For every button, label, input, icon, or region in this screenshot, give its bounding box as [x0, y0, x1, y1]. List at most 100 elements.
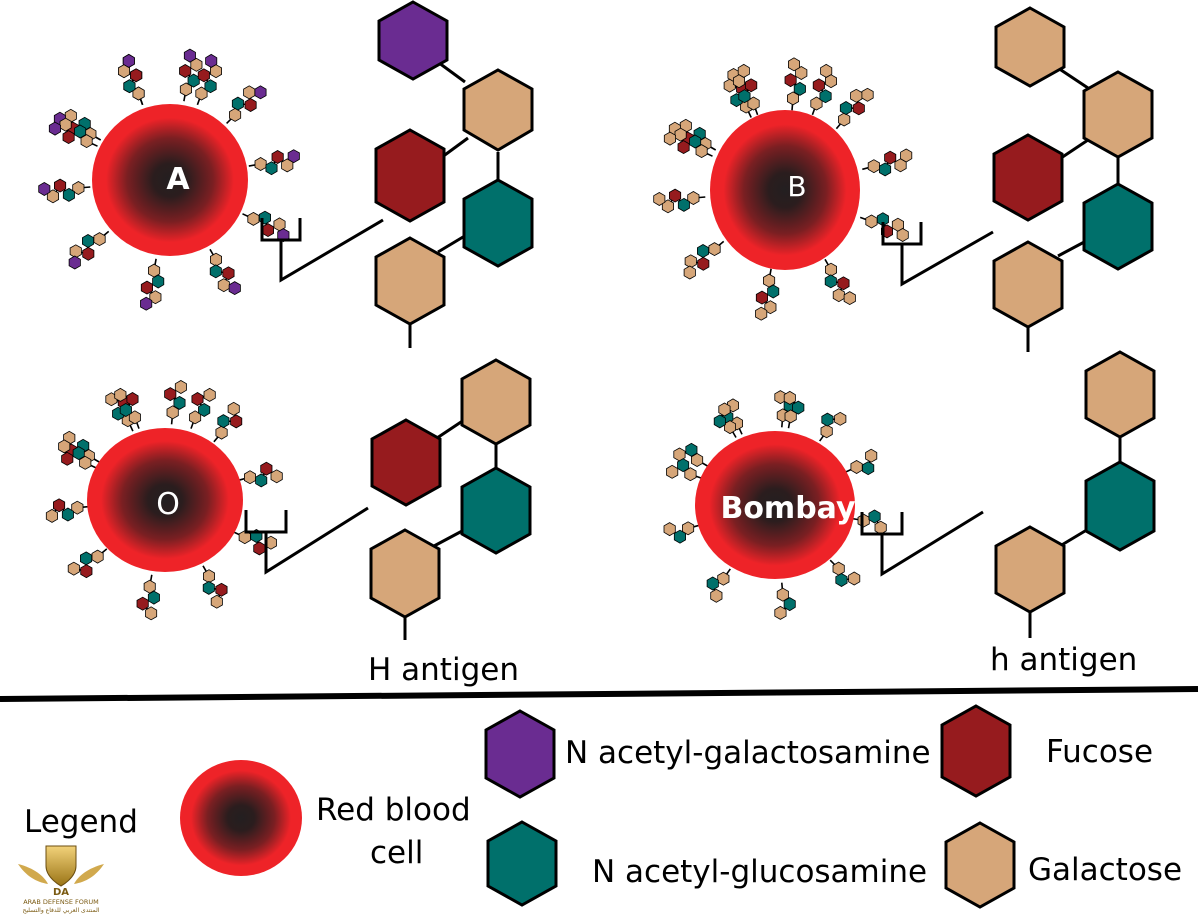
antigen-chain-bombay: [994, 350, 1156, 638]
glcnac-hexagon: [1084, 460, 1156, 552]
mini-galactose-hexagon: [203, 387, 216, 402]
galactose-hexagon: [462, 68, 534, 152]
mini-antigen: [774, 582, 796, 620]
legend-galactose-hexagon: [944, 821, 1016, 909]
mini-fucose-hexagon: [54, 178, 67, 193]
antigen-chain-o: [369, 358, 532, 640]
shield-icon: [45, 845, 77, 887]
cell-b-group: B: [653, 57, 913, 321]
mini-galactose-hexagon: [79, 455, 92, 470]
mini-galactose-hexagon: [861, 87, 874, 102]
mini-galactose-hexagon: [838, 112, 851, 127]
mini-antigen: [164, 380, 187, 425]
mini-galactose-hexagon: [243, 470, 257, 485]
mini-glcnac-hexagon: [868, 509, 881, 524]
mini-galactose-hexagon: [874, 520, 887, 535]
mini-galactose-hexagon: [93, 232, 106, 247]
mini-glcnac-hexagon: [862, 461, 875, 476]
legend-glcnac-hexagon: [486, 820, 558, 907]
mini-antigen: [673, 442, 708, 467]
mini-antigen: [195, 53, 223, 106]
mini-fucose-hexagon: [260, 461, 273, 476]
mini-galactose-hexagon: [867, 159, 880, 174]
mini-galactose-hexagon: [663, 522, 676, 537]
mini-galnac-hexagon: [48, 121, 61, 136]
mini-galactose-hexagon: [58, 439, 71, 454]
right-wing-icon: [74, 864, 104, 884]
mini-galactose-hexagon: [825, 74, 837, 89]
mini-antigen: [226, 85, 267, 124]
mini-galnac-hexagon: [287, 149, 300, 164]
mini-fucose-hexagon: [669, 188, 682, 203]
mini-galactose-hexagon: [247, 211, 260, 226]
mini-fucose-hexagon: [136, 596, 149, 611]
mini-fucose-hexagon: [837, 276, 850, 291]
mini-glcnac-hexagon: [697, 244, 709, 258]
mini-galactose-hexagon: [900, 148, 913, 163]
mini-galactose-hexagon: [209, 64, 223, 79]
glcnac-hexagon: [462, 178, 534, 268]
galactose-hexagon: [369, 528, 441, 619]
legend-galnac-label: N acetyl-galactosamine: [565, 735, 931, 771]
galactose-hexagon: [1084, 350, 1156, 439]
mini-fucose-hexagon: [244, 98, 257, 112]
mini-antigen: [179, 48, 203, 102]
mini-fucose-hexagon: [82, 246, 95, 261]
mini-antigen: [862, 148, 913, 177]
mini-antigen: [824, 258, 856, 306]
galactose-hexagon: [994, 525, 1066, 614]
mini-glcnac-hexagon: [202, 580, 215, 595]
mini-fucose-hexagon: [61, 451, 74, 466]
mini-glcnac-hexagon: [265, 161, 278, 176]
mini-fucose-hexagon: [253, 541, 266, 556]
mini-glcnac-hexagon: [783, 597, 796, 612]
h-lower-antigen-label: h antigen: [990, 642, 1137, 678]
glcnac-hexagon: [1082, 182, 1154, 271]
galactose-hexagon: [994, 6, 1066, 88]
cell-o-label: O: [156, 487, 180, 522]
cell-b-antigens: [653, 57, 913, 321]
mini-galactose-hexagon: [684, 254, 697, 269]
mini-galactose-hexagon: [45, 508, 58, 523]
glcnac-hexagon: [460, 466, 532, 555]
mini-galactose-hexagon: [215, 425, 228, 440]
mini-galnac-hexagon: [254, 85, 267, 100]
mini-galactose-hexagon: [850, 88, 863, 103]
mini-galactose-hexagon: [776, 587, 789, 602]
galactose-hexagon: [374, 236, 446, 326]
mini-galactose-hexagon: [683, 265, 696, 280]
mini-galactose-hexagon: [764, 300, 777, 315]
mini-antigen: [136, 574, 160, 621]
mini-galactose-hexagon: [210, 594, 223, 609]
mini-galnac-hexagon: [183, 48, 196, 63]
mini-glcnac-hexagon: [685, 442, 698, 457]
mini-glcnac-hexagon: [152, 274, 165, 289]
mini-fucose-hexagon: [164, 387, 177, 402]
mini-galactose-hexagon: [149, 290, 162, 305]
mini-galactose-hexagon: [243, 85, 256, 100]
mini-antigen: [810, 63, 837, 116]
mini-galactose-hexagon: [834, 411, 847, 426]
mini-antigen: [783, 390, 805, 429]
mini-glcnac-hexagon: [173, 395, 186, 410]
mini-glcnac-hexagon: [824, 274, 837, 289]
mini-antigen: [45, 498, 90, 523]
mini-fucose-hexagon: [222, 266, 235, 281]
zoom-bracket-o: [244, 506, 369, 575]
mini-fucose-hexagon: [191, 392, 204, 406]
mini-galactose-hexagon: [717, 571, 730, 586]
logo-arabic: المنتدى العربي للدفاع والتسليح: [23, 907, 100, 914]
legend: Legend Red blood cell N acetyl-galactosa…: [24, 704, 1182, 909]
mini-galnac-hexagon: [68, 255, 81, 270]
mini-galnac-hexagon: [122, 53, 135, 68]
mini-galactose-hexagon: [691, 453, 704, 467]
mini-galactose-hexagon: [788, 57, 800, 72]
antigen-chain-a: [374, 0, 534, 348]
mini-antigen: [713, 402, 737, 438]
mini-galactose-hexagon: [118, 64, 131, 79]
mini-fucose-hexagon: [215, 582, 228, 597]
mini-fucose-hexagon: [677, 140, 690, 155]
mini-antigen: [819, 411, 847, 442]
mini-galactose-hexagon: [848, 571, 861, 586]
legend-glcnac-label: N acetyl-glucosamine: [592, 854, 927, 890]
